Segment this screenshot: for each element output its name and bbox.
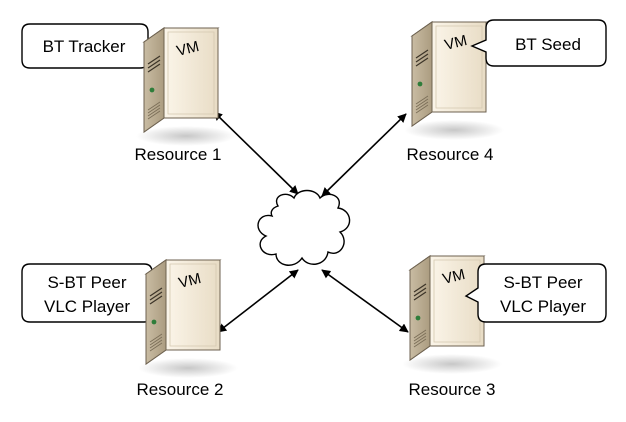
- role-callout: S-BT Peer VLC Player: [464, 263, 607, 323]
- role-label-line-2: VLC Player: [44, 297, 130, 316]
- role-label-line-1: S-BT Peer: [47, 273, 126, 292]
- role-callout: BT Seed: [470, 19, 607, 67]
- server-vm-icon: VM: [403, 21, 505, 141]
- arrow-resource-1-cloud: [213, 111, 299, 195]
- role-label-line-2: VLC Player: [500, 297, 586, 316]
- role-callout: S-BT Peer VLC Player: [21, 263, 166, 323]
- server-vm-icon: VM: [135, 27, 237, 147]
- resource-4-node: VM BT Seed Resource 4: [403, 19, 607, 164]
- vm-badge: VM: [441, 266, 467, 288]
- resource-label: Resource 2: [137, 380, 224, 399]
- server-vm-icon: VM: [137, 259, 239, 379]
- role-callout: BT Tracker: [21, 23, 164, 69]
- server-vm-icon: VM: [401, 255, 503, 375]
- role-label: BT Seed: [515, 35, 581, 54]
- cloud-icon: [257, 189, 351, 266]
- arrow-resource-3-cloud: [321, 269, 409, 333]
- role-label: BT Tracker: [43, 37, 126, 56]
- vm-badge: VM: [443, 32, 469, 54]
- resource-label: Resource 1: [135, 145, 222, 164]
- resource-3-node: VM S-BT Peer VLC Player Resource 3: [401, 255, 607, 399]
- resource-1-node: BT Tracker VM Resource 1: [21, 23, 237, 164]
- arrow-resource-4-cloud: [321, 113, 407, 197]
- vm-badge: VM: [177, 270, 203, 292]
- arrow-resource-2-cloud: [217, 269, 299, 333]
- resource-2-node: S-BT Peer VLC Player VM Resource 2: [21, 259, 239, 399]
- resource-label: Resource 3: [409, 380, 496, 399]
- role-label-line-1: S-BT Peer: [503, 273, 582, 292]
- resource-label: Resource 4: [407, 145, 494, 164]
- vm-badge: VM: [175, 38, 201, 60]
- connector-arrows: [213, 111, 409, 333]
